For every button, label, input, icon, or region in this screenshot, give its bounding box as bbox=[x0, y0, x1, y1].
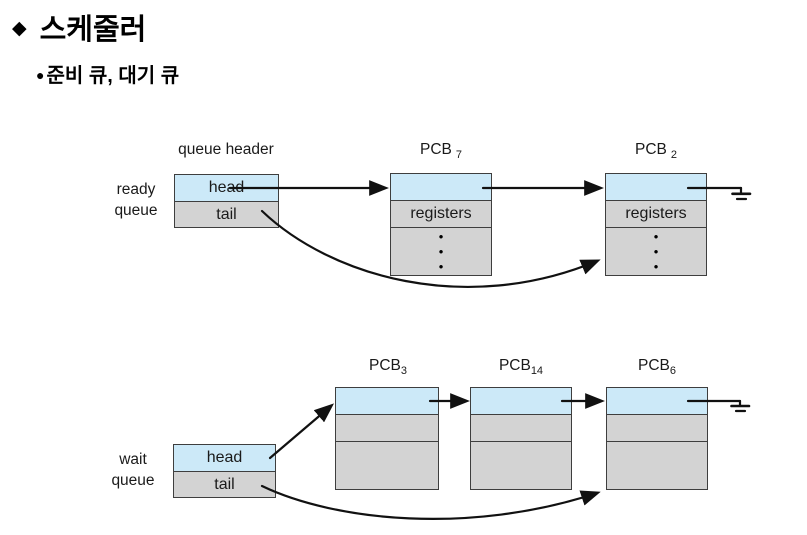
head-label: head bbox=[208, 179, 245, 196]
pcb2-ellipsis-cell: • • • bbox=[606, 227, 706, 275]
ready-queue-side-label-line1: ready bbox=[116, 181, 156, 198]
wait-queue-tail-cell: tail bbox=[174, 471, 275, 497]
wait-queue-side-label: wait queue bbox=[100, 449, 166, 491]
pcb7-box: registers • • • bbox=[390, 173, 492, 276]
ready-queue-header-box: head tail bbox=[174, 174, 279, 228]
pcb6-row2-cell bbox=[607, 414, 707, 441]
wait-queue-header-box: head tail bbox=[173, 444, 276, 498]
null-pointer-ground-icon bbox=[731, 186, 752, 201]
pcb14-label-subscript: 14 bbox=[530, 365, 544, 377]
null-pointer-ground-icon bbox=[730, 399, 751, 413]
pcb2-box: registers • • • bbox=[605, 173, 707, 276]
pcb14-label: PCB14 bbox=[471, 357, 571, 377]
pcb3-row3-cell bbox=[336, 441, 438, 489]
wait-queue-side-label-line2: queue bbox=[111, 472, 155, 489]
pcb6-label-base: PCB bbox=[638, 357, 670, 374]
pcb7-link-cell bbox=[391, 174, 491, 200]
circle-bullet-icon: ● bbox=[36, 66, 45, 83]
pcb2-registers-cell: registers bbox=[606, 200, 706, 227]
dot-icon: • bbox=[653, 244, 659, 259]
pcb7-label-base: PCB bbox=[420, 141, 452, 158]
diamond-bullet-icon: ◆ bbox=[12, 17, 27, 39]
wait-queue-side-label-line1: wait bbox=[119, 451, 147, 468]
pcb14-link-cell bbox=[471, 388, 571, 414]
pcb14-box bbox=[470, 387, 572, 490]
pcb6-label-subscript: 6 bbox=[669, 365, 676, 377]
pcb6-row3-cell bbox=[607, 441, 707, 489]
pcb7-registers-cell: registers bbox=[391, 200, 491, 227]
dot-icon: • bbox=[438, 259, 444, 274]
pcb6-box bbox=[606, 387, 708, 490]
page-title: ◆ 스케줄러 bbox=[12, 6, 146, 48]
pcb14-row2-cell bbox=[471, 414, 571, 441]
arrow-wait-tail-to-pcb6 bbox=[260, 484, 601, 520]
pcb3-link-cell bbox=[336, 388, 438, 414]
pcb14-label-base: PCB bbox=[498, 357, 531, 374]
dot-icon: • bbox=[438, 244, 444, 259]
wait-queue-head-cell: head bbox=[174, 445, 275, 471]
title-text: 스케줄러 bbox=[39, 14, 147, 46]
dot-icon: • bbox=[653, 259, 659, 274]
tail-label: tail bbox=[214, 475, 235, 493]
dot-icon: • bbox=[653, 229, 659, 244]
dot-icon: • bbox=[438, 229, 444, 244]
pcb3-label-base: PCB bbox=[369, 357, 401, 374]
pcb3-label: PCB3 bbox=[338, 357, 438, 377]
tail-label: tail bbox=[216, 205, 237, 223]
pcb7-label-subscript: 7 bbox=[455, 149, 462, 161]
ready-queue-head-cell: head bbox=[175, 175, 278, 201]
arrow-wait-head-to-pcb3 bbox=[268, 403, 335, 460]
pcb6-label: PCB6 bbox=[607, 357, 707, 377]
ready-queue-side-label: ready queue bbox=[103, 179, 169, 221]
subtitle-text: 준비 큐, 대기 큐 bbox=[46, 65, 180, 87]
pcb3-box bbox=[335, 387, 439, 490]
pcb2-link-cell bbox=[606, 174, 706, 200]
pcb3-row2-cell bbox=[336, 414, 438, 441]
pcb2-label-subscript: 2 bbox=[670, 149, 677, 161]
ready-queue-side-label-line2: queue bbox=[114, 202, 158, 219]
head-label: head bbox=[206, 449, 243, 466]
pcb7-ellipsis-cell: • • • bbox=[391, 227, 491, 275]
pcb2-label-base: PCB bbox=[635, 141, 667, 158]
ready-queue-tail-cell: tail bbox=[175, 201, 278, 227]
pcb6-link-cell bbox=[607, 388, 707, 414]
registers-label: registers bbox=[410, 205, 472, 222]
subtitle: ● 준비 큐, 대기 큐 bbox=[36, 59, 179, 88]
pcb3-label-subscript: 3 bbox=[400, 365, 407, 377]
registers-label: registers bbox=[625, 205, 687, 222]
queue-header-label: queue header bbox=[178, 141, 274, 158]
pcb14-row3-cell bbox=[471, 441, 571, 489]
